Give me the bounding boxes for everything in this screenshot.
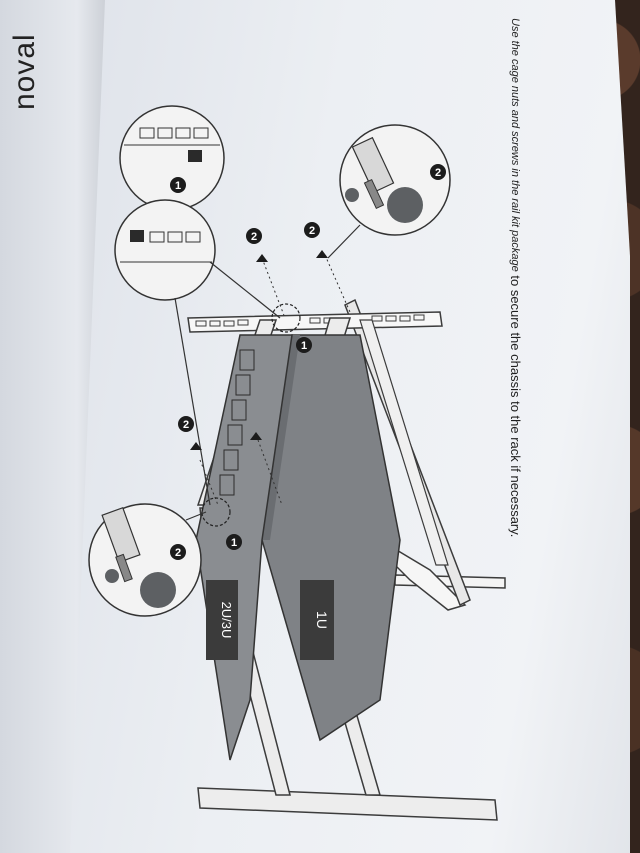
leader-line-2 bbox=[209, 261, 281, 319]
caption-text: to secure the chassis to the rack if nec… bbox=[508, 271, 523, 538]
label-2u3u-box: 2U/3U bbox=[206, 580, 238, 660]
marker-step-2-c: 2 bbox=[304, 222, 320, 238]
svg-text:1: 1 bbox=[175, 180, 181, 192]
marker-step-2-b: 2 bbox=[246, 228, 262, 244]
marker-step-1-a: 1 bbox=[170, 177, 186, 193]
label-1u-box: 1U bbox=[300, 580, 334, 660]
marker-step-2-e: 2 bbox=[170, 544, 186, 560]
marker-step-1-b: 1 bbox=[296, 337, 312, 353]
detail-bubble-cagenut-1 bbox=[119, 105, 225, 211]
instruction-caption: Use the cage nuts and screws in the rail… bbox=[493, 18, 523, 618]
detail-bubble-screw-top bbox=[339, 124, 451, 236]
highlight-circles bbox=[201, 303, 301, 527]
direction-arrows bbox=[190, 250, 328, 450]
svg-text:2: 2 bbox=[183, 419, 189, 431]
leader-line-3 bbox=[327, 224, 361, 259]
svg-text:2: 2 bbox=[251, 231, 257, 243]
svg-text:1: 1 bbox=[231, 537, 237, 549]
detail-bubble-cagenut-2 bbox=[114, 199, 216, 301]
leader-line-1 bbox=[174, 297, 211, 506]
step-markers: 1 1 1 2 2 2 2 2 bbox=[170, 164, 446, 560]
caption-italic: Use the cage nuts and screws in the rail… bbox=[509, 18, 521, 272]
svg-text:2: 2 bbox=[309, 225, 315, 237]
label-1u: 1U bbox=[314, 611, 330, 629]
svg-text:2: 2 bbox=[435, 167, 441, 179]
marker-step-1-c: 1 bbox=[226, 534, 242, 550]
detail-bubble-screw-bottom bbox=[88, 503, 202, 617]
marker-step-2-d: 2 bbox=[178, 416, 194, 432]
rack-rail-top bbox=[187, 311, 443, 333]
leader-line-4 bbox=[185, 511, 207, 521]
rack-rail-bottom bbox=[197, 787, 498, 821]
marker-step-2-a: 2 bbox=[430, 164, 446, 180]
svg-text:1: 1 bbox=[301, 340, 307, 352]
screw-guides bbox=[199, 254, 351, 506]
label-2u3u: 2U/3U bbox=[219, 602, 234, 639]
svg-text:2: 2 bbox=[175, 547, 181, 559]
